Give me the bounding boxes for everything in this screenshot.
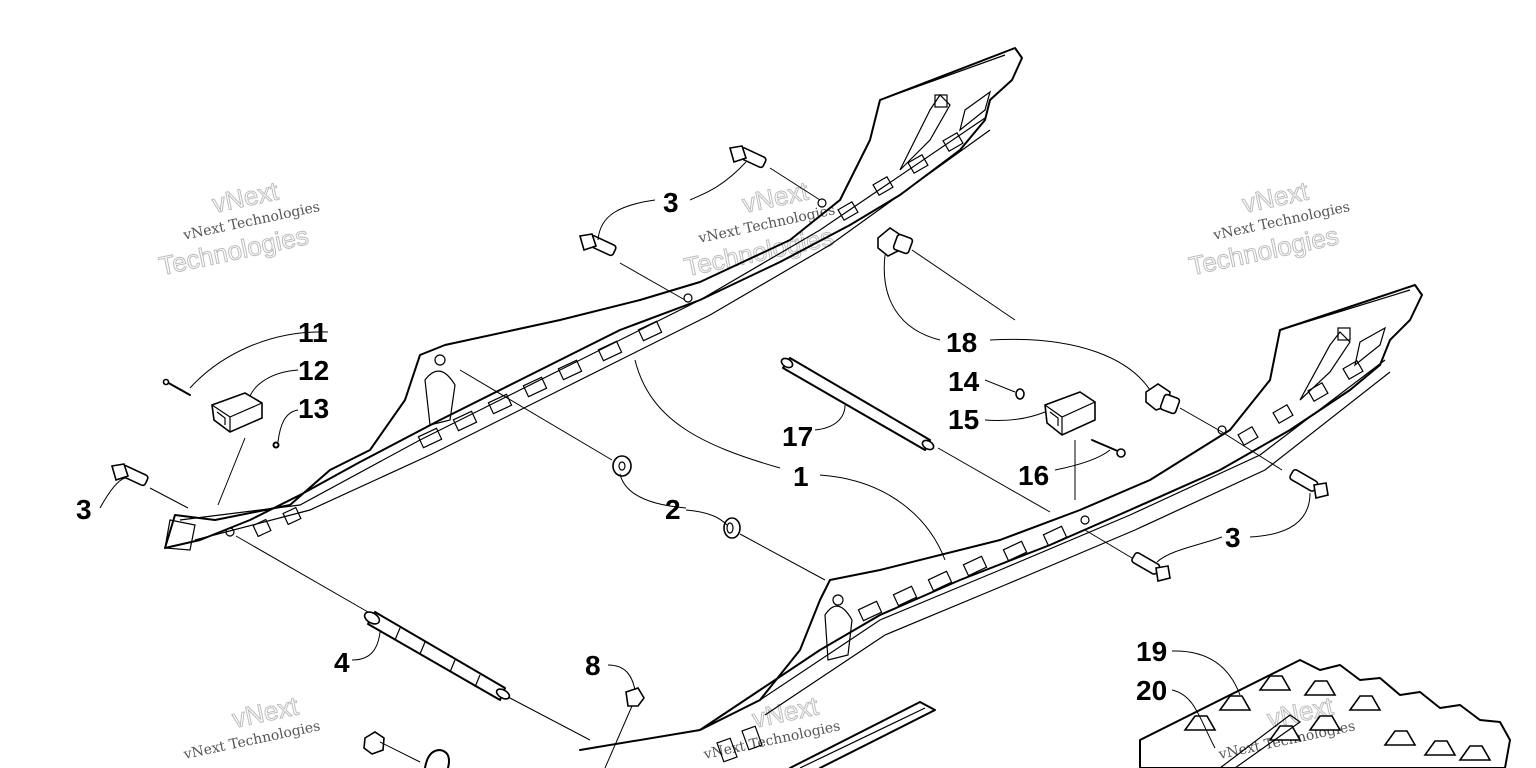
cotter-pin [272, 441, 280, 449]
leader-lines [99, 161, 1311, 768]
idler-wheel [424, 749, 450, 768]
callout-14: 14 [948, 366, 980, 397]
callout-13: 13 [298, 393, 329, 424]
spacer [877, 227, 914, 257]
bolt [110, 463, 149, 487]
track-lug [1383, 730, 1417, 746]
callout-3: 3 [663, 187, 679, 218]
bolt [1131, 551, 1171, 582]
track-lug [1458, 745, 1492, 761]
callout-2: 2 [665, 494, 681, 525]
rear-axle [363, 611, 511, 701]
track-lug [1183, 715, 1217, 731]
track-lug [1423, 740, 1457, 756]
track-section [1139, 659, 1511, 768]
screw [1091, 439, 1126, 458]
watermark-bottom-left: vNext vNext Technologies [181, 690, 321, 763]
washer [723, 517, 741, 539]
flange-nut [625, 687, 645, 707]
callout-19: 19 [1136, 636, 1167, 667]
bolt [728, 145, 767, 169]
rail-window-row [252, 131, 964, 538]
track-lug [1308, 715, 1342, 731]
watermark-right: vNext vNext Technologies Technologies [1186, 175, 1351, 282]
watermark-center: vNext vNext Technologies Technologies [681, 175, 837, 283]
wear-strip [789, 701, 936, 768]
track-lug [1303, 680, 1337, 696]
idler-nut [363, 731, 385, 755]
track-clip [1219, 714, 1302, 768]
callout-15: 15 [948, 404, 979, 435]
bolt [578, 233, 617, 257]
small-nut [1015, 388, 1025, 400]
watermark-bottom-center: vNext vNext Technologies [701, 690, 841, 763]
bumper-block [1044, 391, 1096, 436]
bumper-block [211, 392, 263, 433]
callout-16: 16 [1018, 460, 1049, 491]
callouts: 3 3 3 11 12 13 18 14 15 17 16 1 2 4 8 19… [76, 187, 1241, 706]
callout-17: 17 [782, 421, 813, 452]
callout-11: 11 [298, 317, 328, 348]
washer [612, 455, 632, 477]
track-lug [1258, 675, 1292, 691]
bolt [1289, 468, 1329, 499]
callout-20: 20 [1136, 675, 1167, 706]
pin [162, 378, 191, 396]
callout-4: 4 [334, 647, 350, 678]
rail-window-row [716, 359, 1364, 763]
callout-8: 8 [585, 650, 601, 681]
callout-1: 1 [793, 461, 809, 492]
slide-rail-front [579, 284, 1423, 763]
spacer [1145, 383, 1181, 415]
slide-rail-rear [164, 47, 1023, 551]
callout-18: 18 [946, 327, 977, 358]
callout-3: 3 [1225, 522, 1241, 553]
callout-12: 12 [298, 355, 329, 386]
track-lug [1348, 695, 1382, 711]
track-lug [1218, 695, 1252, 711]
callout-3: 3 [76, 494, 92, 525]
watermark-left: vNext vNext Technologies Technologies [156, 175, 321, 282]
cross-shaft [780, 357, 935, 451]
